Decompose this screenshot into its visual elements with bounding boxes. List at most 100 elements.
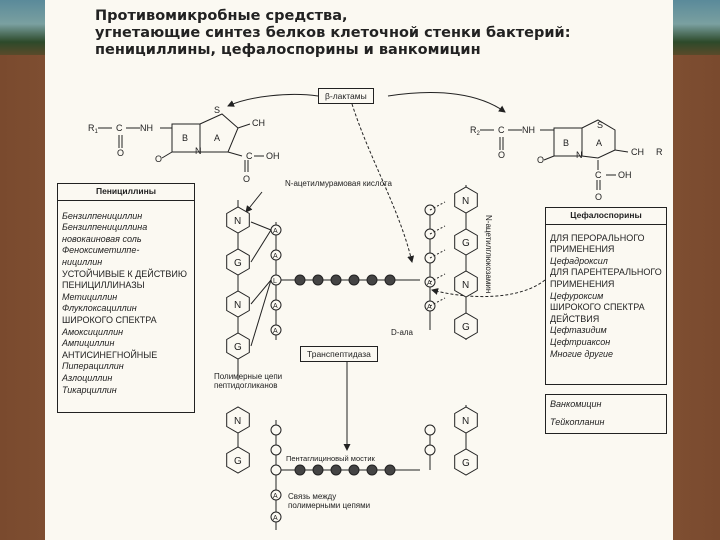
chain-bond [429, 225, 446, 235]
penicillin-item: Амоксициллин [62, 326, 124, 337]
slide-title: Противомикробные средства, угнетающие си… [95, 8, 655, 59]
sugar-letter: G [234, 258, 242, 269]
chain-bond [250, 279, 272, 305]
glycine-circle [366, 274, 378, 286]
glycine-circle [384, 274, 396, 286]
ch3-label: CH [252, 118, 265, 128]
penicillin-item: Пиперациллин [62, 361, 124, 372]
penicillin-item: Антисинегнойные [62, 349, 158, 360]
cephalosporin-labels: R2 C NH O S B A N O CH R C O OH [470, 120, 663, 202]
oh-label-r: OH [618, 170, 632, 180]
o2-label: O [155, 154, 162, 164]
penicillin-labels: R1 C NH O S CH B A N O O OH C [88, 105, 280, 184]
nh-label: NH [140, 123, 153, 133]
cephalosporin-item: применения [550, 244, 615, 255]
title-line-3: пенициллины, цефалоспорины и ванкомицин [95, 42, 481, 58]
amino-acid-circle [270, 444, 282, 456]
sugar-letter: G [234, 456, 242, 467]
chain-bond [250, 221, 272, 231]
sugar-hexagon [454, 448, 478, 476]
amino-acid-circle [270, 489, 282, 501]
arrow-to-cephalosporin [387, 92, 506, 113]
amino-letter: A [427, 280, 432, 287]
cephalosporin-item: действия [550, 313, 600, 324]
sugar-hexagon [454, 228, 478, 256]
amino-letter: A [273, 253, 278, 260]
penicillin-item: Феноксиметилпе- [62, 245, 140, 256]
sugar-hexagon [226, 406, 250, 434]
cephalosporins-header: Цефалоспорины [546, 208, 666, 225]
ring-a-label: A [214, 133, 220, 143]
arrow-nam [245, 191, 263, 213]
sugar-letter: G [462, 238, 470, 249]
cephalosporin-item: Цефадроксил [550, 255, 608, 266]
sugar-hexagon [226, 206, 250, 234]
glycine-circle [366, 464, 378, 476]
ring-a-label-r: A [596, 138, 602, 148]
chain-bond [429, 249, 446, 259]
cephalosporin-item: Цефуроксим [550, 290, 604, 301]
oh-label: OH [266, 151, 280, 161]
c2-label: C [246, 151, 253, 161]
amino-acid-circle [424, 444, 436, 456]
glycine-circle [294, 464, 306, 476]
cephalosporin-item: Многие другие [550, 348, 614, 359]
ring-b-label-r: B [563, 138, 569, 148]
chain-bond [250, 279, 272, 347]
ring-b-label: B [182, 133, 188, 143]
glycine-circle [348, 274, 360, 286]
cephalosporins-list: Для пероральногопримененияЦефадроксилДля… [546, 225, 666, 361]
glycopeptide-item: Ванкомицин [550, 399, 602, 409]
sugar-hexagon [226, 446, 250, 474]
sugar-hexagon [226, 290, 250, 318]
glycine-circle [330, 464, 342, 476]
glycine-circle [330, 274, 342, 286]
glycine-circle [384, 464, 396, 476]
ch2-label: CH [631, 147, 644, 157]
label-n-acetylmuramic: N-ацетилмурамовая кислота [285, 179, 392, 188]
c-label-r: C [498, 125, 505, 135]
penicillin-item: Бензилпенициллин [62, 210, 143, 221]
penicillin-item: Азлоциллин [62, 372, 113, 383]
penicillin-item: Бензилпенициллина [62, 222, 148, 233]
sugar-hexagon [226, 332, 250, 360]
amino-acid-circle [270, 464, 282, 476]
cephalosporin-item: Для парентерального [550, 267, 662, 278]
r1-label: R1 [88, 123, 99, 135]
r3-label: R [656, 147, 663, 157]
amino-acid-circle [270, 511, 282, 523]
o3-label: O [243, 174, 250, 184]
amino-letter: A [273, 228, 278, 235]
cephalosporin-item: Цефтазидим [550, 325, 607, 336]
penicillin-item: нициллин [62, 256, 103, 267]
c2-label-r: C [595, 170, 602, 180]
sugar-letter: G [234, 342, 242, 353]
n-label-r: N [576, 150, 583, 160]
amino-acid-circle [270, 424, 282, 436]
glycine-circle [294, 274, 306, 286]
arrow-vancomycin [431, 279, 546, 298]
sugar-hexagon [226, 248, 250, 276]
sugar-letter: N [462, 416, 469, 427]
o-label-r: O [498, 150, 505, 160]
chain-bond [429, 201, 446, 211]
chain-bond [250, 229, 272, 263]
s-label: S [214, 105, 220, 115]
sugar-hexagon [454, 406, 478, 434]
o3-label-r: O [595, 192, 602, 202]
sugar-hexagon [454, 312, 478, 340]
glycine-circle [312, 464, 324, 476]
sugar-letter: N [234, 300, 241, 311]
amino-acid-circle [424, 424, 436, 436]
label-polymer-chains: Полимерные цепи пептидогликанов [214, 372, 283, 390]
sugar-letter: N [462, 196, 469, 207]
glycine-circle [348, 464, 360, 476]
cephalosporin-structure [480, 119, 629, 190]
penicillin-item: пенициллиназы [62, 280, 145, 291]
sugar-letter: G [462, 458, 470, 469]
penicillin-item: Широкого спектра [62, 314, 157, 325]
arrow-beta-lactam-target [351, 103, 415, 263]
penicillins-header: Пенициллины [58, 184, 194, 201]
penicillin-item: Тикарциллин [62, 384, 117, 395]
